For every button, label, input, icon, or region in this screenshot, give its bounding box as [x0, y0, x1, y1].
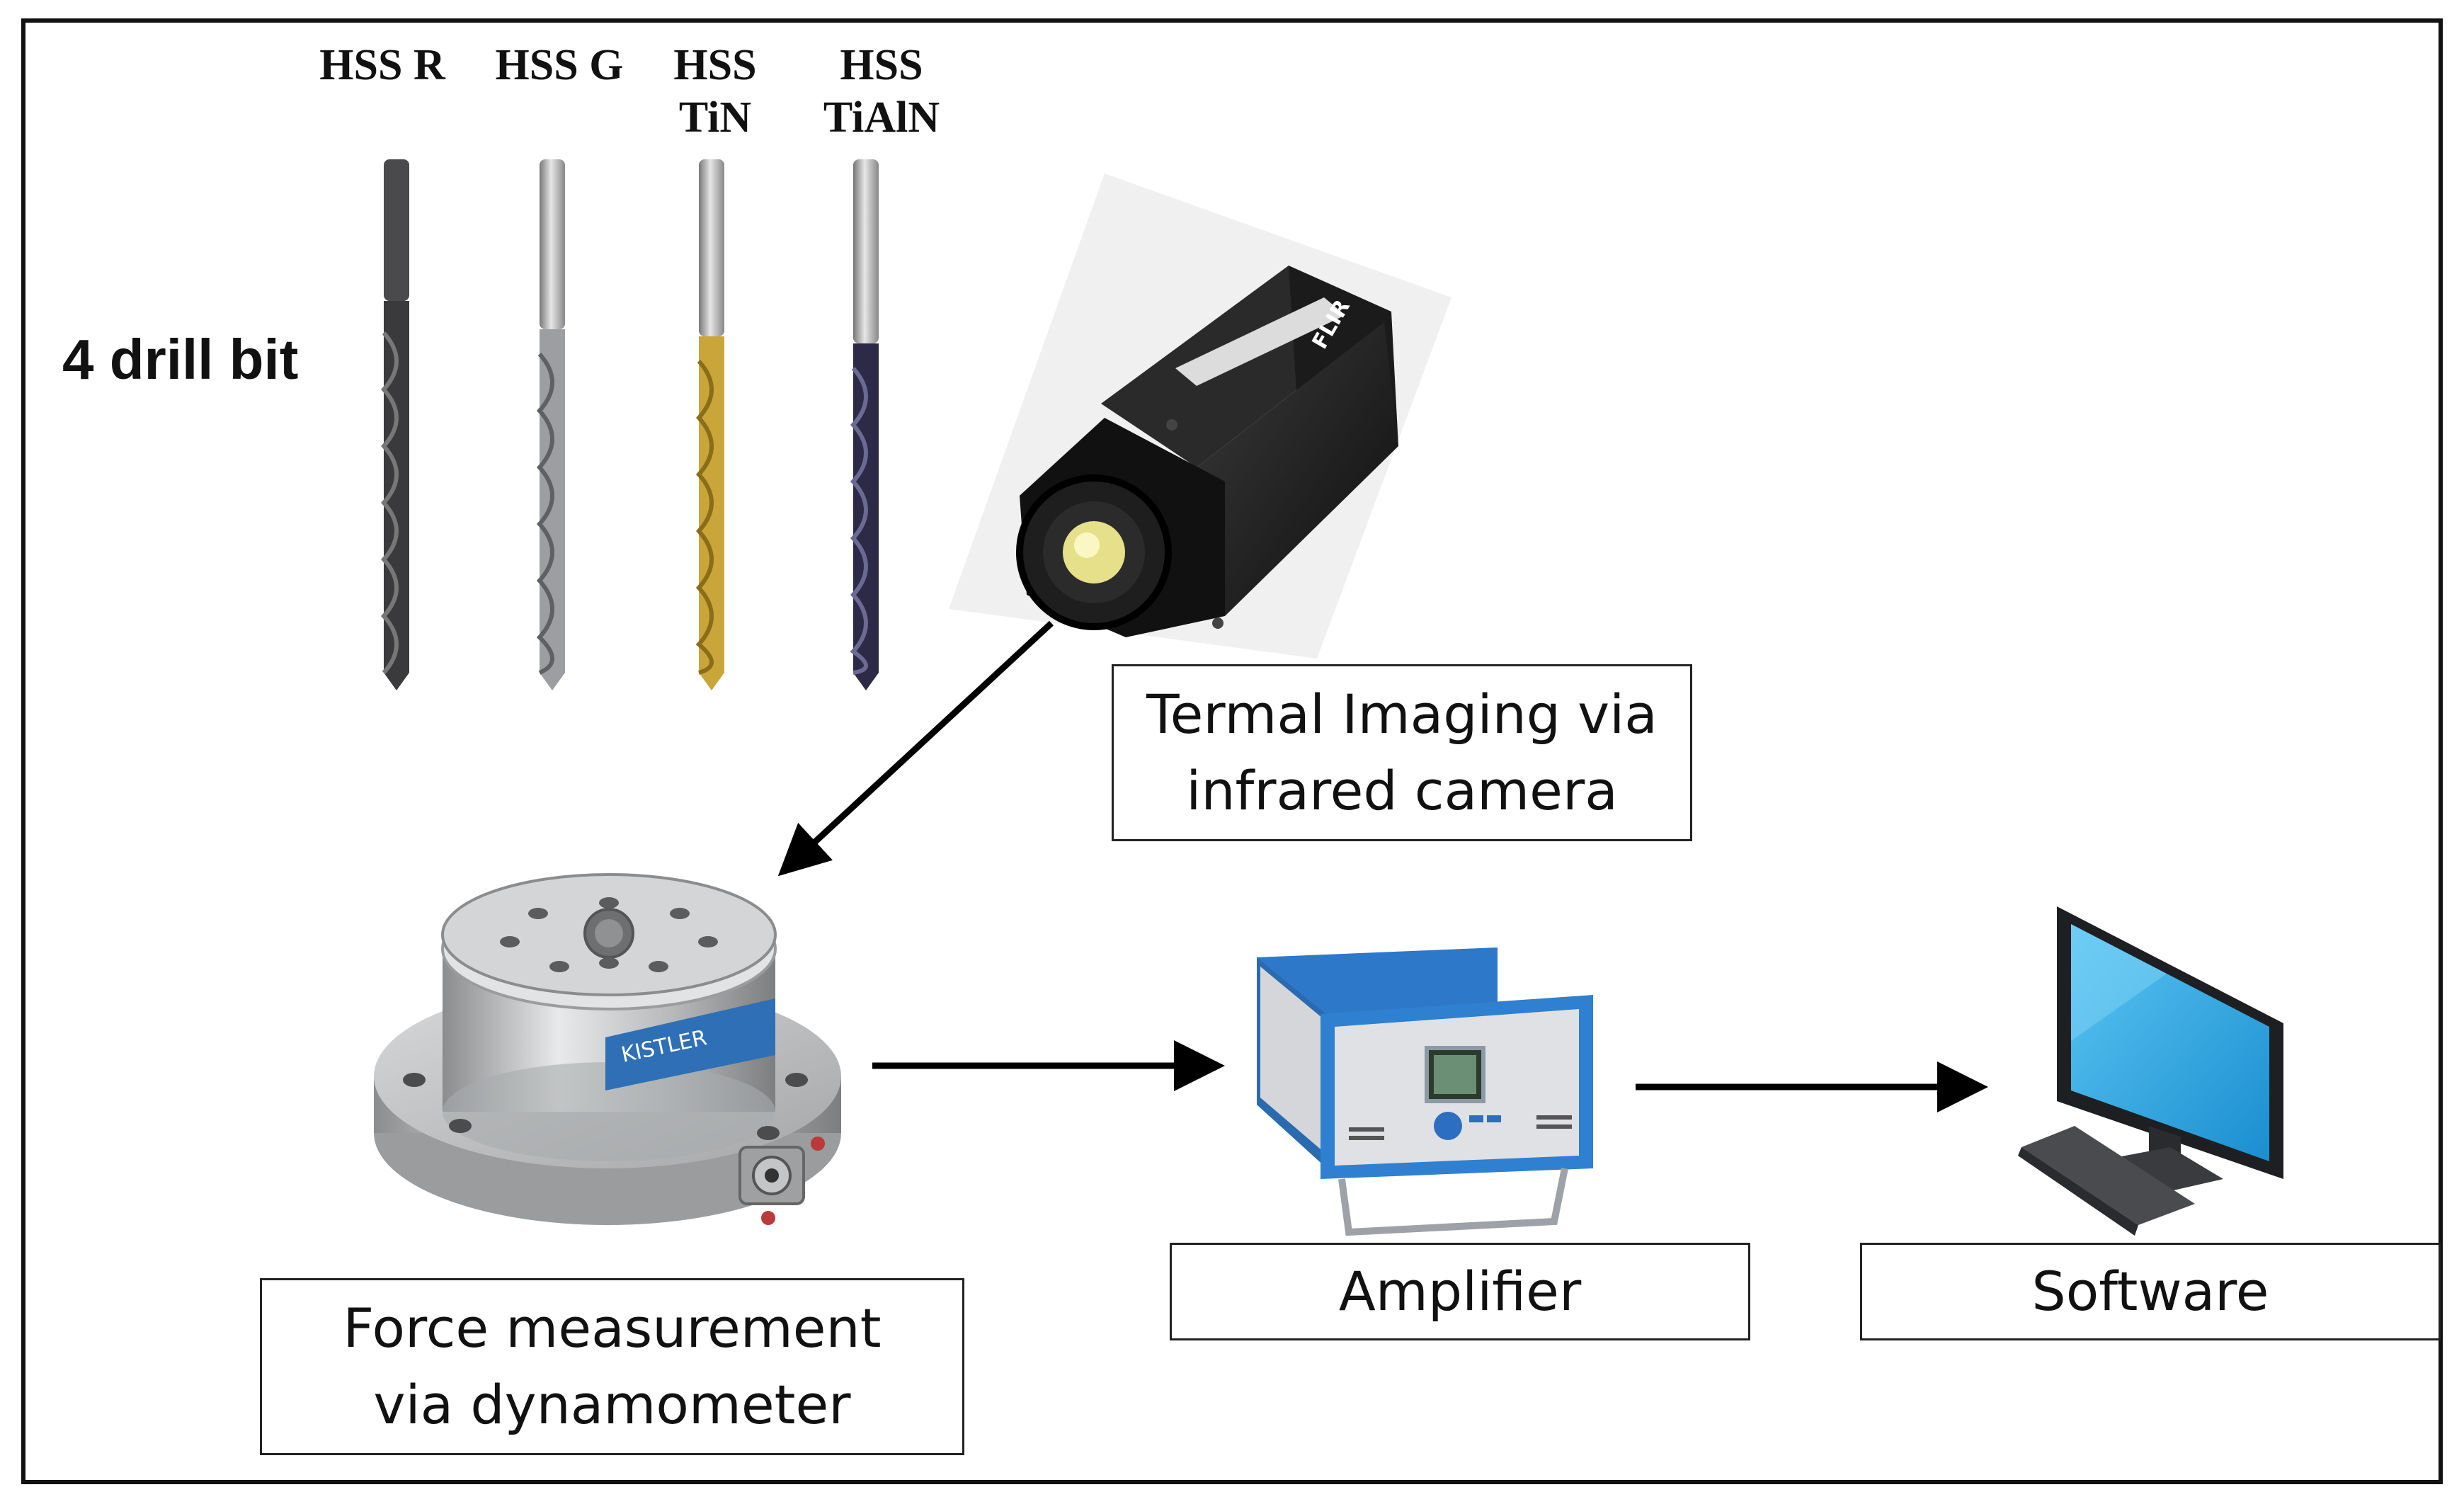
drill-bit-label-hss-r: HSS R	[319, 41, 445, 89]
dynamometer-image: KISTLER	[374, 873, 841, 1225]
drill-bit-hss-tialn	[850, 159, 879, 690]
drill-bit-label-hss-tin: HSS TiN	[673, 41, 757, 142]
infrared-camera-image: FLIR	[949, 173, 1451, 659]
computer-monitor-image	[2018, 906, 2283, 1236]
drill-bit-hss-tin	[695, 159, 724, 690]
arrow-camera-to-dynamometer	[777, 620, 1054, 877]
camera-caption-box: Termal Imaging via infrared camera	[1112, 664, 1692, 841]
drill-bit-label-hss-tialn: HSS TiAlN	[823, 41, 940, 142]
drill-bit-count-label: 4 drill bit	[62, 328, 299, 391]
amplifier-image	[1257, 947, 1593, 1236]
diagram-frame	[21, 18, 2443, 1484]
drill-bit-hss-r	[380, 159, 409, 690]
drill-bit-hss-g	[536, 159, 565, 690]
software-caption-box: Software	[1860, 1243, 2441, 1340]
drill-bit-label-hss-g: HSS G	[495, 41, 624, 89]
amplifier-caption-box: Amplifier	[1170, 1243, 1750, 1340]
dynamometer-caption-box: Force measurement via dynamometer	[260, 1278, 964, 1455]
